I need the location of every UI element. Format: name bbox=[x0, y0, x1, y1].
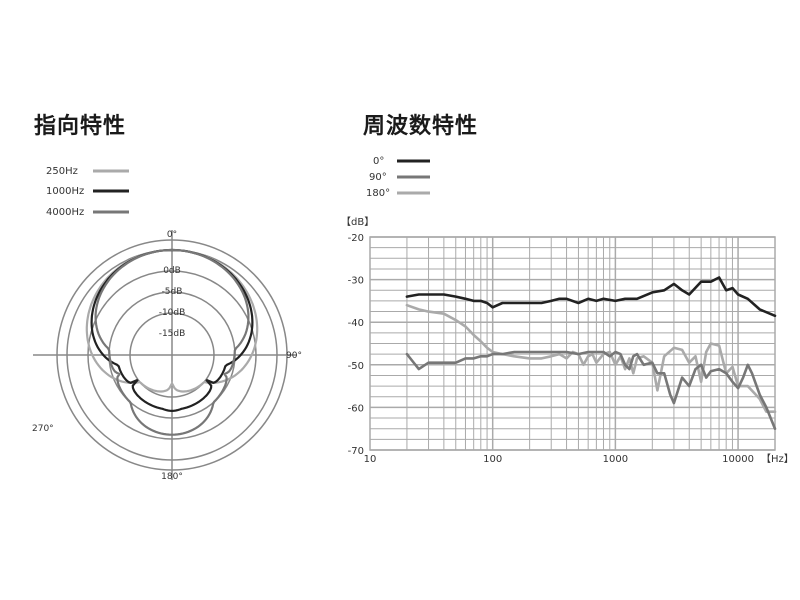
frequency-series bbox=[405, 276, 777, 431]
freq-y-tick-label: -60 bbox=[348, 403, 364, 414]
freq-x-tick-label: 1000 bbox=[603, 454, 628, 465]
polar-legend-label-4000hz: 4000Hz bbox=[46, 207, 84, 218]
polar-angle-label-270: 270° bbox=[32, 424, 54, 434]
polar-ring-label-15db: -15dB bbox=[159, 329, 186, 339]
frequency-chart: 0° 90° 180° 【dB】 【Hz】 -20 -30 -40 -50 -60 -70… bbox=[341, 156, 794, 465]
freq-series-line bbox=[405, 350, 777, 431]
freq-series-line bbox=[405, 276, 777, 318]
polar-legend-label-250hz: 250Hz bbox=[46, 166, 78, 177]
polar-ring-label-5db: -5dB bbox=[162, 287, 183, 297]
polar-angle-label-180: 180° bbox=[161, 472, 183, 482]
freq-y-tick-label: -70 bbox=[348, 446, 364, 457]
freq-legend-label-180deg: 180° bbox=[366, 188, 390, 199]
freq-x-tick-label: 100 bbox=[483, 454, 502, 465]
freq-y-tick-label: -30 bbox=[348, 276, 364, 287]
polar-legend-label-1000hz: 1000Hz bbox=[46, 186, 84, 197]
polar-chart: 250Hz 1000Hz 4000Hz 0° 90° 180° 270° 0dB… bbox=[32, 166, 302, 482]
polar-ring-label-0db: 0dB bbox=[163, 266, 181, 276]
polar-curve-250hz bbox=[85, 248, 259, 393]
freq-x-tick-label: 10000 bbox=[722, 454, 754, 465]
polar-curves bbox=[85, 248, 259, 436]
freq-y-tick-label: -40 bbox=[348, 318, 364, 329]
frequency-legend: 0° 90° 180° bbox=[366, 156, 430, 199]
freq-x-tick-label: 10 bbox=[364, 454, 377, 465]
freq-y-tick-label: -50 bbox=[348, 361, 364, 372]
frequency-y-ticks: -20 -30 -40 -50 -60 -70 bbox=[348, 233, 364, 457]
polar-angle-label-0: 0° bbox=[167, 230, 177, 240]
polar-ring-label-10db: -10dB bbox=[159, 308, 186, 318]
polar-curve-1000hz bbox=[90, 248, 254, 413]
frequency-grid bbox=[369, 236, 776, 451]
polar-angle-label-90: 90° bbox=[286, 351, 302, 361]
polar-legend: 250Hz 1000Hz 4000Hz bbox=[46, 166, 129, 218]
freq-y-axis-unit: 【dB】 bbox=[341, 216, 374, 228]
polar-chart-title: 指向特性 bbox=[34, 114, 127, 139]
freq-x-axis-unit: 【Hz】 bbox=[761, 453, 794, 465]
frequency-chart-title: 周波数特性 bbox=[363, 114, 479, 139]
freq-y-tick-label: -20 bbox=[348, 233, 364, 244]
freq-legend-label-0deg: 0° bbox=[373, 156, 384, 167]
freq-series-line bbox=[405, 303, 777, 414]
polar-curve-4000hz bbox=[94, 248, 250, 436]
freq-legend-label-90deg: 90° bbox=[369, 172, 387, 183]
frequency-x-ticks: 10 100 1000 10000 bbox=[364, 454, 754, 465]
